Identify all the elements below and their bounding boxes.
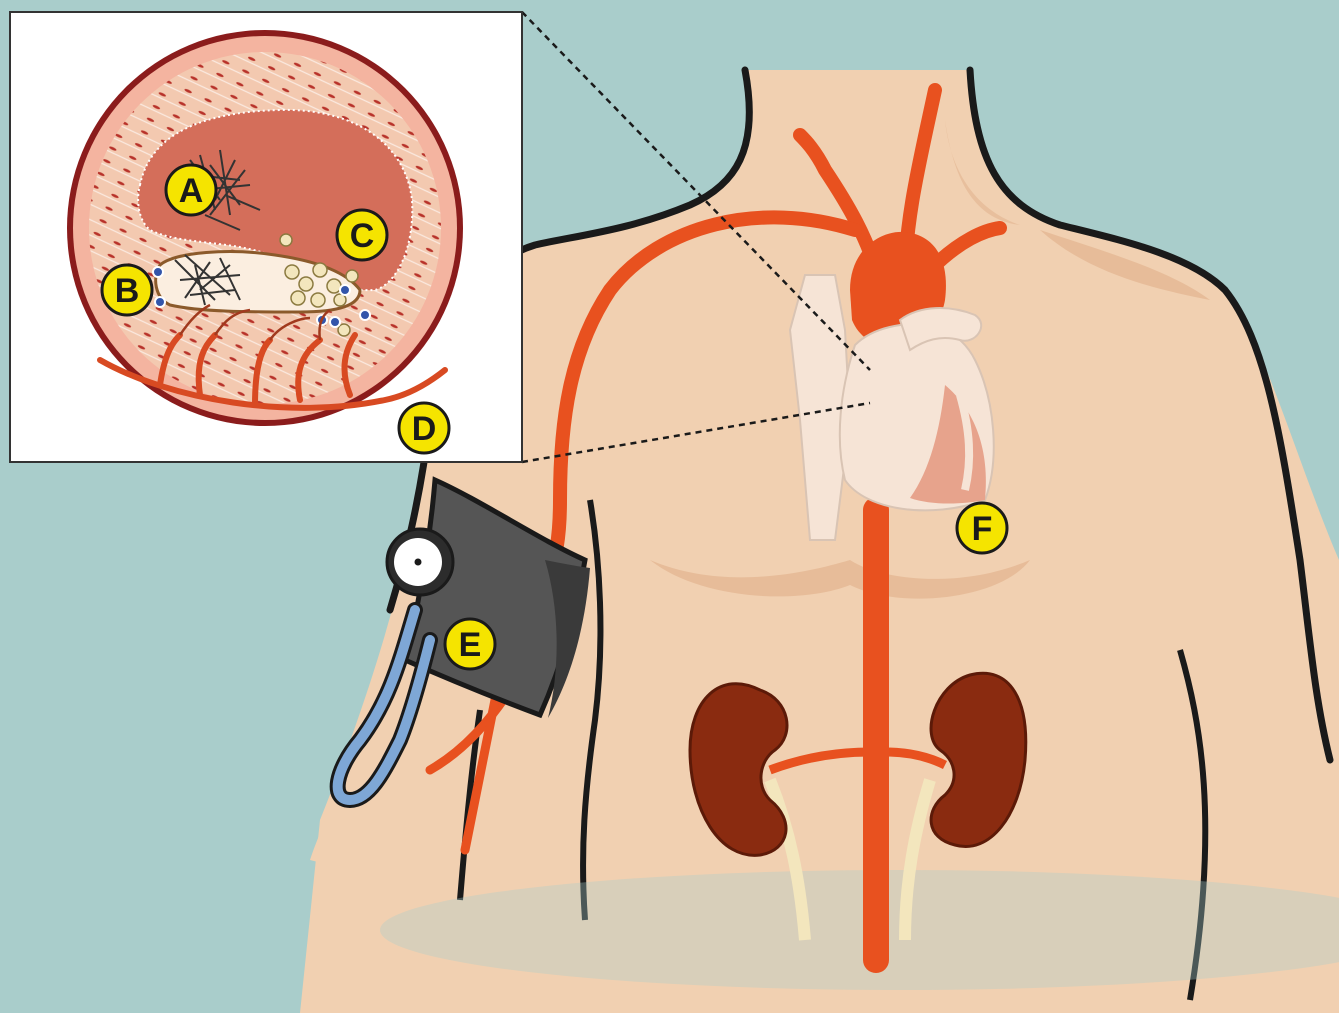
label-C-text: C xyxy=(350,217,375,255)
label-D: D xyxy=(399,403,449,453)
label-E-text: E xyxy=(459,626,482,664)
label-F: F xyxy=(957,503,1007,553)
label-A-text: A xyxy=(179,172,204,210)
label-F-text: F xyxy=(972,510,993,548)
label-A: A xyxy=(166,165,216,215)
label-C: C xyxy=(337,210,387,260)
pressure-gauge-icon xyxy=(387,529,453,595)
label-B: B xyxy=(102,265,152,315)
artery-cross-section xyxy=(67,30,463,426)
label-E: E xyxy=(445,619,495,669)
label-D-text: D xyxy=(412,410,437,448)
label-B-text: B xyxy=(115,272,140,310)
